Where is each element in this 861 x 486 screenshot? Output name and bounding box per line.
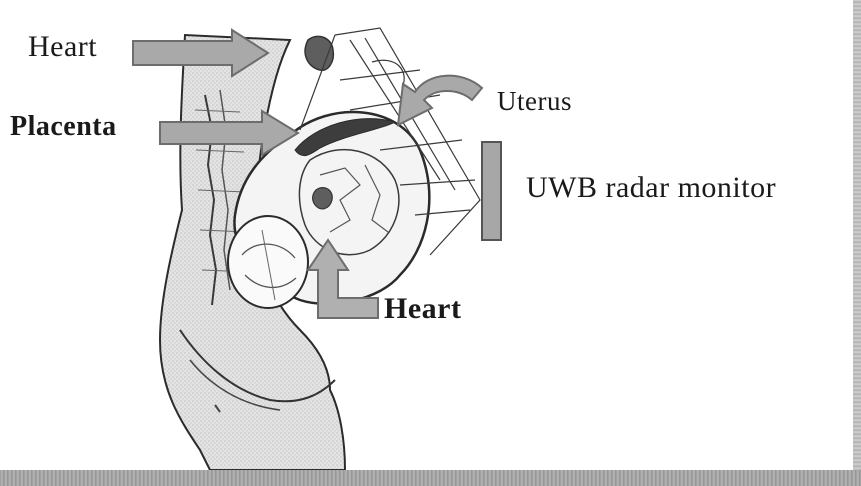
label-heart-bottom: Heart [384, 292, 461, 326]
maternal-heart-shape [305, 36, 333, 70]
label-uterus: Uterus [497, 86, 572, 117]
right-edge-strip [853, 0, 861, 486]
uterus-arrow [398, 76, 482, 125]
fetal-heart-shape [313, 188, 333, 209]
bottom-edge-strip [0, 470, 861, 486]
uwb-radar-monitor [482, 142, 501, 240]
label-uwb-radar-monitor: UWB radar monitor [526, 171, 776, 205]
label-placenta: Placenta [10, 111, 117, 143]
label-heart-top: Heart [28, 30, 97, 64]
